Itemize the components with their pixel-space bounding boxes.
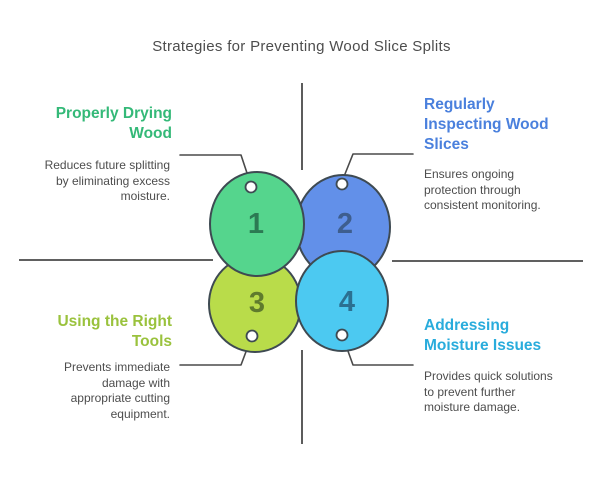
circle-1 [209, 171, 305, 277]
description-line: appropriate cutting [70, 391, 170, 405]
strategy-1-heading: Properly Drying Wood [0, 104, 172, 144]
connector-line-2 [342, 153, 414, 180]
strategy-4-description: Provides quick solutions to prevent furt… [424, 369, 596, 416]
circle-2-number: 2 [337, 208, 353, 240]
connector-dot-4 [335, 328, 349, 342]
description-line: Ensures ongoing [424, 167, 515, 181]
strategy-2-heading: Regularly Inspecting Wood Slices [424, 95, 596, 155]
heading-line: Addressing [424, 317, 510, 334]
description-line: damage with [101, 375, 170, 390]
description-line: consistent monitoring. [424, 198, 541, 212]
heading-line: Wood [129, 125, 172, 142]
heading-line: Tools [131, 333, 172, 350]
description-line: Prevents immediate [63, 360, 170, 374]
diagram-title: Strategies for Preventing Wood Slice Spl… [152, 38, 451, 55]
description-line: to prevent further [424, 384, 516, 399]
strategy-3-heading: Using the Right Tools [0, 312, 172, 352]
connector-dot-3 [245, 329, 259, 343]
description-line: moisture damage. [424, 400, 521, 414]
description-line: protection through [424, 182, 521, 197]
heading-line: Slices [424, 136, 469, 153]
strategy-4-heading: Addressing Moisture Issues [424, 316, 596, 356]
strategy-3-description: Prevents immediate damage with appropria… [0, 360, 170, 422]
heading-line: Moisture Issues [424, 337, 542, 354]
description-line: Reduces future splitting [44, 158, 170, 172]
circle-4-number: 4 [339, 286, 355, 318]
heading-line: Regularly [424, 96, 495, 113]
description-line: moisture. [120, 189, 170, 203]
strategy-2-description: Ensures ongoing protection through consi… [424, 167, 596, 214]
heading-line: Properly Drying [55, 105, 172, 122]
heading-line: Inspecting Wood [424, 116, 549, 133]
description-line: Provides quick solutions [424, 369, 553, 383]
strategy-1-description: Reduces future splitting by eliminating … [0, 158, 170, 205]
connector-dot-2 [335, 177, 349, 191]
circle-4 [295, 250, 389, 352]
heading-line: Using the Right [57, 313, 172, 330]
circle-3-number: 3 [249, 287, 265, 319]
description-line: by eliminating excess [55, 173, 170, 188]
description-line: equipment. [110, 406, 170, 421]
connector-dot-1 [244, 180, 258, 194]
circle-1-number: 1 [248, 208, 264, 240]
